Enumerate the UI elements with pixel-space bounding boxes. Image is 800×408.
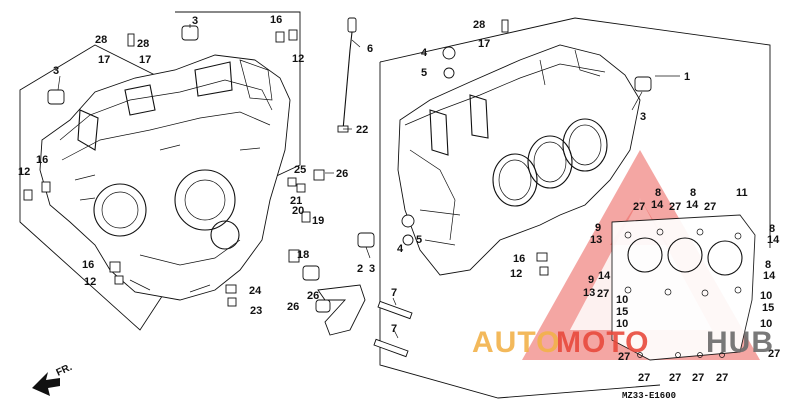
callout-27: 27 bbox=[597, 288, 609, 300]
small-fasteners bbox=[23, 19, 652, 358]
oil-dipstick bbox=[342, 17, 357, 131]
direction-label: FR. bbox=[55, 362, 74, 379]
callout-22: 22 bbox=[356, 124, 368, 136]
callout-26: 26 bbox=[287, 301, 299, 313]
callout-4: 4 bbox=[397, 243, 404, 255]
callout-10: 10 bbox=[760, 290, 772, 302]
callout-14: 14 bbox=[763, 270, 776, 282]
callout-labels: 1 2 3 3 3 3 4 4 5 5 6 7 7 8 8 8 8 9 9 10… bbox=[18, 14, 780, 384]
callout-27: 27 bbox=[638, 372, 650, 384]
callout-1: 1 bbox=[684, 71, 690, 83]
callout-11: 11 bbox=[736, 187, 748, 199]
callout-6: 6 bbox=[367, 43, 373, 55]
callout-17: 17 bbox=[98, 54, 110, 66]
callout-14: 14 bbox=[598, 270, 611, 282]
callout-14: 14 bbox=[767, 234, 780, 246]
callout-15: 15 bbox=[616, 306, 628, 318]
callout-27: 27 bbox=[692, 372, 704, 384]
leader-lines bbox=[57, 24, 680, 339]
callout-25: 25 bbox=[294, 164, 306, 176]
callout-26: 26 bbox=[307, 290, 319, 302]
watermark-text-moto: MOTO bbox=[556, 326, 649, 359]
callout-24: 24 bbox=[249, 285, 262, 297]
cylinder-block bbox=[397, 44, 641, 276]
callout-3: 3 bbox=[192, 15, 198, 27]
callout-21: 21 bbox=[290, 195, 302, 207]
callout-8: 8 bbox=[690, 187, 696, 199]
callout-14: 14 bbox=[651, 199, 664, 211]
diagram-code: MZ33-E1600 bbox=[622, 391, 676, 401]
callout-27: 27 bbox=[633, 201, 645, 213]
callout-27: 27 bbox=[716, 372, 728, 384]
callout-12: 12 bbox=[292, 53, 304, 65]
callout-8: 8 bbox=[655, 187, 661, 199]
callout-10: 10 bbox=[760, 318, 772, 330]
callout-7: 7 bbox=[391, 323, 397, 335]
callout-28: 28 bbox=[473, 19, 485, 31]
callout-17: 17 bbox=[139, 54, 151, 66]
callout-12: 12 bbox=[84, 276, 96, 288]
callout-9: 9 bbox=[595, 222, 601, 234]
callout-10: 10 bbox=[616, 318, 628, 330]
callout-27: 27 bbox=[768, 348, 780, 360]
callout-3: 3 bbox=[53, 65, 59, 77]
callout-27: 27 bbox=[704, 201, 716, 213]
callout-28: 28 bbox=[137, 38, 149, 50]
callout-3: 3 bbox=[369, 263, 375, 275]
callout-8: 8 bbox=[765, 259, 771, 271]
callout-7: 7 bbox=[391, 287, 397, 299]
callout-20: 20 bbox=[292, 205, 304, 217]
callout-9: 9 bbox=[588, 274, 594, 286]
callout-16: 16 bbox=[36, 154, 48, 166]
callout-2: 2 bbox=[357, 263, 363, 275]
callout-8: 8 bbox=[769, 223, 775, 235]
cylinder-gasket bbox=[611, 214, 756, 361]
watermark-text-hub: HUB bbox=[706, 326, 774, 359]
callout-3: 3 bbox=[640, 111, 646, 123]
watermark-text-auto: AUTO bbox=[472, 326, 560, 359]
callout-27: 27 bbox=[669, 201, 681, 213]
callout-5: 5 bbox=[421, 67, 427, 79]
callout-12: 12 bbox=[18, 166, 30, 178]
callout-13: 13 bbox=[590, 234, 602, 246]
callout-27: 27 bbox=[669, 372, 681, 384]
callout-28: 28 bbox=[95, 34, 107, 46]
left-crankcase-frame bbox=[19, 11, 301, 331]
callout-16: 16 bbox=[270, 14, 282, 26]
callout-16: 16 bbox=[513, 253, 525, 265]
callout-10: 10 bbox=[616, 294, 628, 306]
front-direction-arrow: FR. bbox=[32, 362, 74, 396]
callout-23: 23 bbox=[250, 305, 262, 317]
watermark-wordmark: AUTO MOTO HUB bbox=[472, 326, 774, 359]
callout-27: 27 bbox=[618, 351, 630, 363]
callout-15: 15 bbox=[762, 302, 774, 314]
callout-26: 26 bbox=[336, 168, 348, 180]
callout-18: 18 bbox=[297, 249, 309, 261]
callout-17: 17 bbox=[478, 38, 490, 50]
callout-19: 19 bbox=[312, 215, 324, 227]
callout-4: 4 bbox=[421, 47, 428, 59]
right-crankcase-frame bbox=[379, 17, 771, 399]
callout-13: 13 bbox=[583, 287, 595, 299]
callout-12: 12 bbox=[510, 268, 522, 280]
callout-5: 5 bbox=[416, 234, 422, 246]
callout-16: 16 bbox=[82, 259, 94, 271]
left-crankcase-half bbox=[39, 54, 291, 301]
callout-14: 14 bbox=[686, 199, 699, 211]
